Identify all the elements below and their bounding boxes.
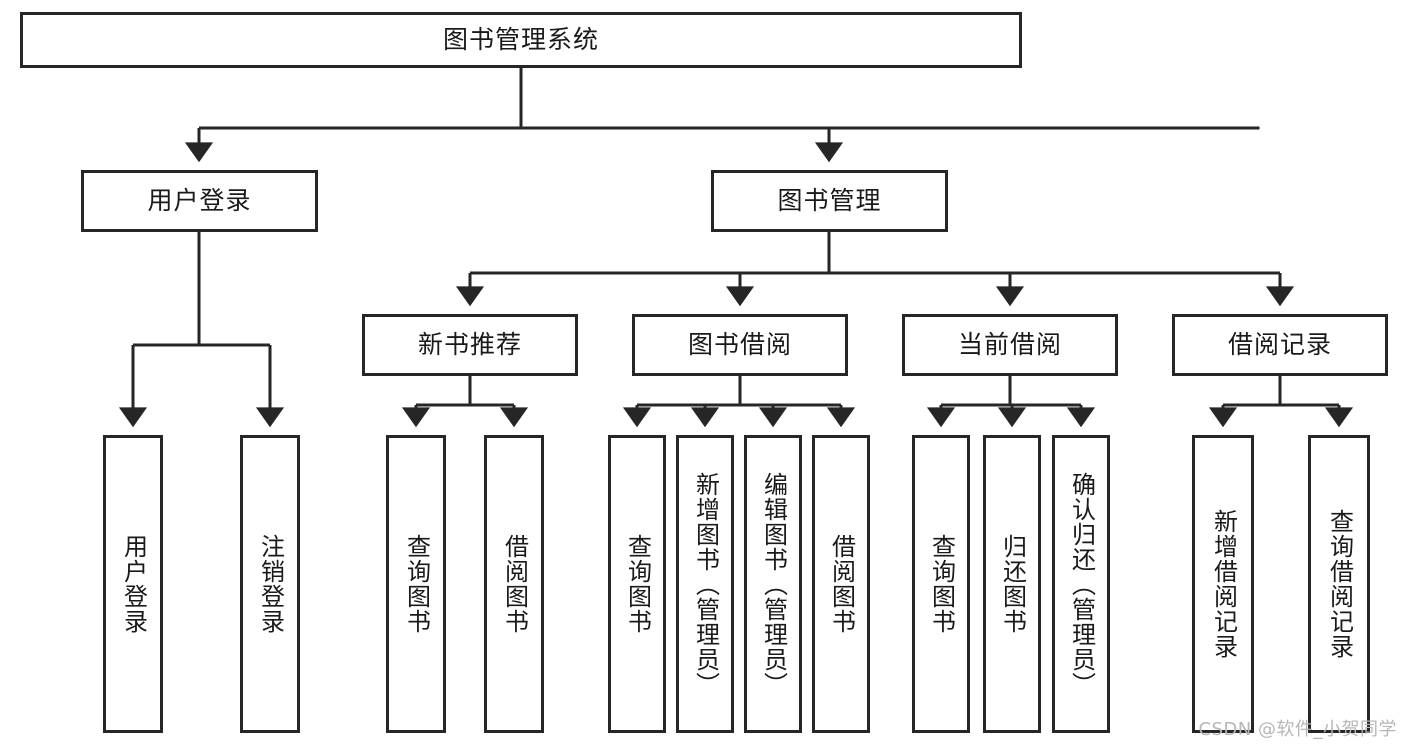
node-root-label: 图书管理系统 xyxy=(442,25,599,55)
csdn-watermark: CSDN @软件_小贺同学 xyxy=(1198,719,1397,740)
leaf-confirm-return-admin[interactable]: 确认归还（管理员） xyxy=(1052,435,1110,733)
edge-userlogin-to-leaves xyxy=(118,232,285,428)
edge-root-to-level2 xyxy=(184,68,1260,163)
leaf-edit-book-admin[interactable]: 编辑图书（管理员） xyxy=(744,435,802,733)
leaf-query-book-current-label: 查询图书 xyxy=(927,534,956,634)
edge-records-to-leaves xyxy=(1208,376,1354,428)
leaf-borrow-book-label: 借阅图书 xyxy=(827,534,856,634)
edge-newbook-to-leaves xyxy=(401,376,529,428)
node-new-book-recommend[interactable]: 新书推荐 xyxy=(362,314,578,376)
leaf-return-book-label: 归还图书 xyxy=(998,534,1027,634)
leaf-edit-book-admin-label: 编辑图书（管理员） xyxy=(759,471,788,697)
leaf-borrow-book-newbook-label: 借阅图书 xyxy=(500,534,529,634)
edge-current-to-leaves xyxy=(926,376,1096,428)
node-borrow-records[interactable]: 借阅记录 xyxy=(1172,314,1388,376)
leaf-logout[interactable]: 注销登录 xyxy=(240,435,300,733)
node-book-management-label: 图书管理 xyxy=(777,186,882,216)
node-new-book-recommend-label: 新书推荐 xyxy=(417,330,522,360)
edge-borrow-to-leaves xyxy=(622,376,856,428)
leaf-add-borrow-record[interactable]: 新增借阅记录 xyxy=(1192,435,1254,733)
node-root[interactable]: 图书管理系统 xyxy=(20,12,1022,68)
leaf-add-borrow-record-label: 新增借阅记录 xyxy=(1209,509,1238,659)
leaf-query-book-borrow[interactable]: 查询图书 xyxy=(608,435,666,733)
leaf-user-login[interactable]: 用户登录 xyxy=(103,435,163,733)
leaf-query-book-current[interactable]: 查询图书 xyxy=(912,435,970,733)
leaf-query-book-newbook-label: 查询图书 xyxy=(402,534,431,634)
leaf-confirm-return-admin-label: 确认归还（管理员） xyxy=(1067,471,1096,697)
leaf-query-borrow-record[interactable]: 查询借阅记录 xyxy=(1308,435,1370,733)
node-user-login[interactable]: 用户登录 xyxy=(81,170,318,232)
node-borrow-records-label: 借阅记录 xyxy=(1227,330,1332,360)
node-book-borrow[interactable]: 图书借阅 xyxy=(632,314,848,376)
leaf-add-book-admin[interactable]: 新增图书（管理员） xyxy=(676,435,734,733)
node-book-borrow-label: 图书借阅 xyxy=(687,330,792,360)
node-current-borrow[interactable]: 当前借阅 xyxy=(902,314,1118,376)
leaf-return-book[interactable]: 归还图书 xyxy=(983,435,1041,733)
leaf-user-login-label: 用户登录 xyxy=(119,534,148,634)
node-current-borrow-label: 当前借阅 xyxy=(957,330,1062,360)
leaf-logout-label: 注销登录 xyxy=(256,534,285,634)
leaf-query-book-newbook[interactable]: 查询图书 xyxy=(386,435,446,733)
edge-bookmgmt-to-level3 xyxy=(455,232,1295,307)
leaf-borrow-book[interactable]: 借阅图书 xyxy=(812,435,870,733)
leaf-query-book-borrow-label: 查询图书 xyxy=(623,534,652,634)
leaf-query-borrow-record-label: 查询借阅记录 xyxy=(1325,509,1354,659)
node-user-login-label: 用户登录 xyxy=(147,186,252,216)
leaf-add-book-admin-label: 新增图书（管理员） xyxy=(691,471,720,697)
leaf-borrow-book-newbook[interactable]: 借阅图书 xyxy=(484,435,544,733)
node-book-management[interactable]: 图书管理 xyxy=(711,170,948,232)
